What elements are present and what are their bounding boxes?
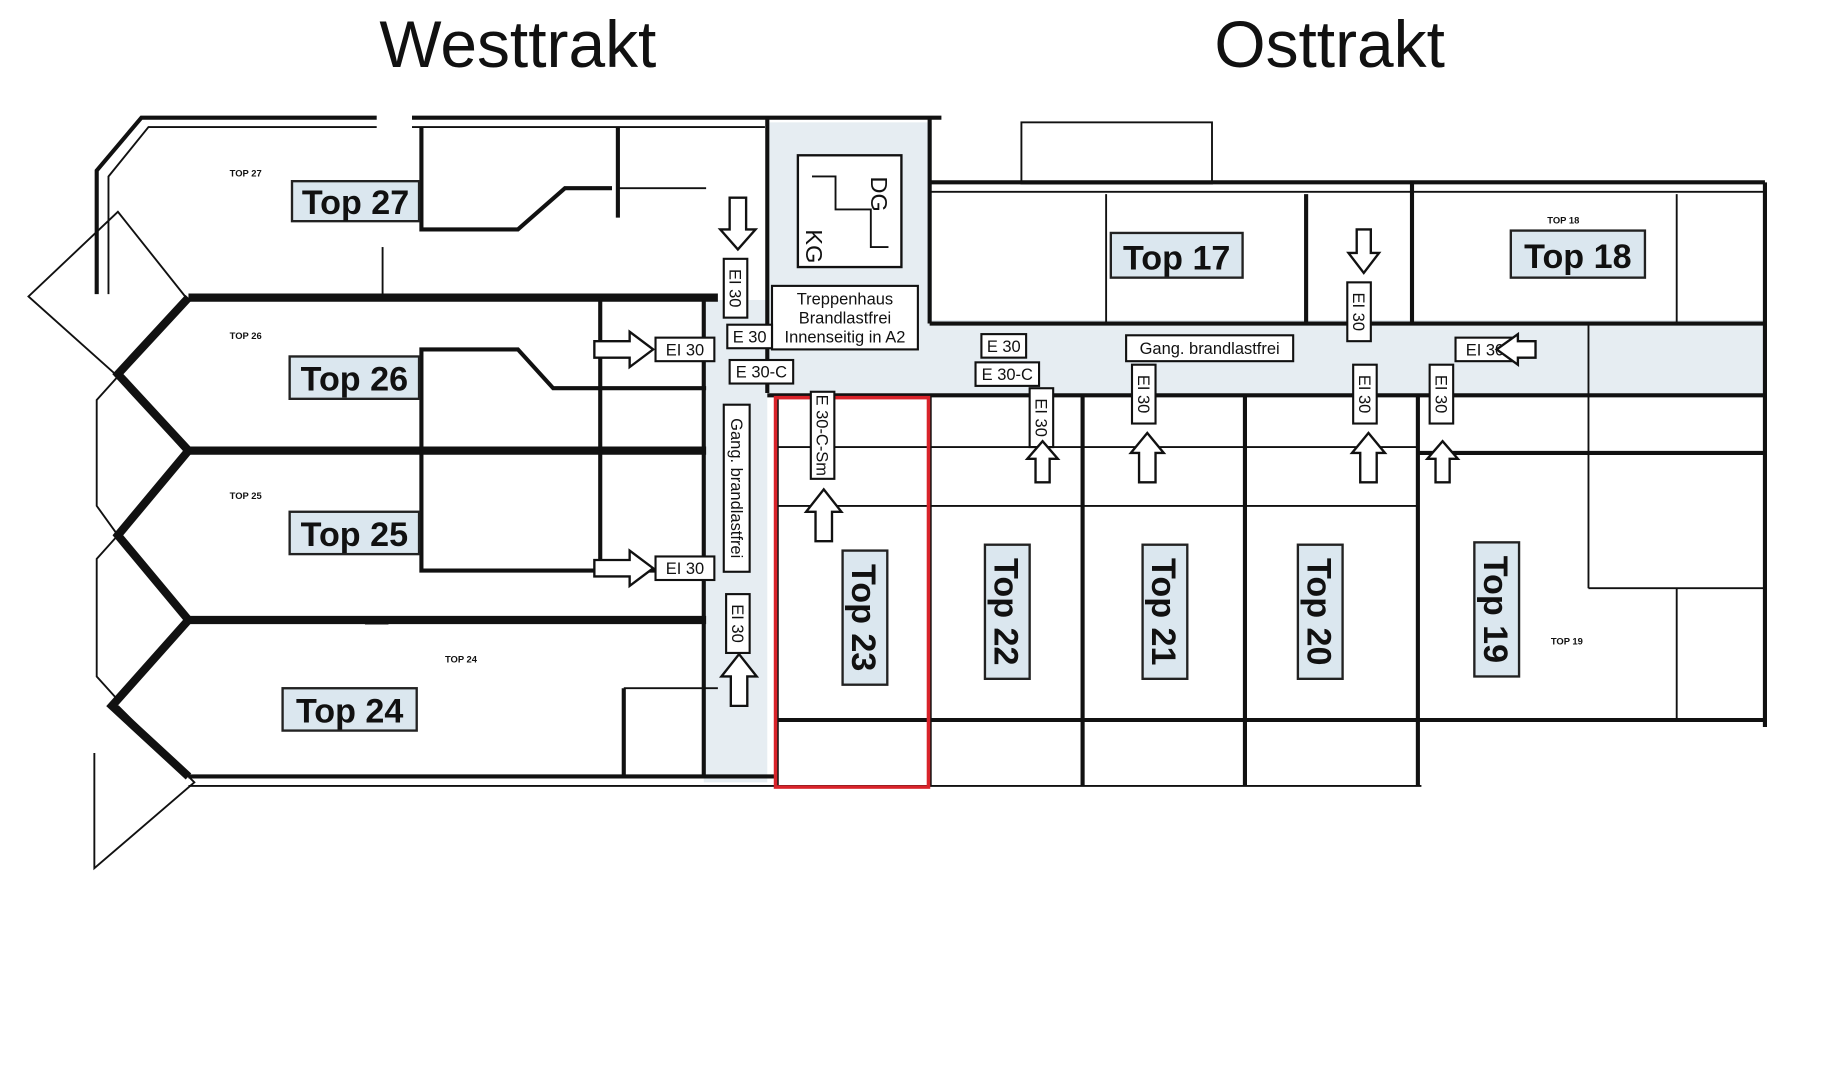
stair-label-line-3: Innenseitig in A2: [785, 328, 906, 346]
arrow-icon: [593, 329, 656, 370]
svg-text:TOP 18: TOP 18: [1547, 215, 1579, 226]
stair-label-line-2: Brandlastfrei: [799, 310, 891, 328]
unit-label-top-26: Top 26: [288, 355, 421, 401]
fire-rating-e30-east: E 30: [980, 333, 1028, 359]
fire-rating-ei30-1: EI 30: [654, 336, 716, 363]
unit-label-top-25: Top 25: [288, 510, 421, 556]
svg-text:E 30-C: E 30-C: [736, 364, 787, 382]
svg-text:TOP 26: TOP 26: [230, 330, 262, 341]
unit-label-top-17: Top 17: [1109, 231, 1244, 279]
svg-text:Top 19: Top 19: [1476, 556, 1514, 663]
west-wing-title: Westtrakt: [379, 7, 656, 81]
fire-rating-ei30-8: EI 30: [1352, 363, 1378, 425]
fire-rating-e30c-east: E 30-C: [974, 361, 1041, 387]
svg-text:EI 30: EI 30: [666, 560, 704, 578]
arrow-icon: [717, 196, 759, 252]
svg-text:TOP 19: TOP 19: [1551, 636, 1583, 647]
arrow-icon: [803, 487, 844, 543]
stair-dg-label: DG: [866, 176, 892, 211]
svg-text:TOP 25: TOP 25: [230, 490, 262, 501]
svg-text:Top 18: Top 18: [1524, 238, 1631, 276]
escape-arrows: [593, 196, 1537, 708]
svg-text:EI 30: EI 30: [726, 269, 744, 307]
unit-label-top-24: Top 24: [281, 687, 418, 732]
corridor-label-west: Gang. brandlastfrei: [722, 403, 751, 573]
fire-rating-ei30-5: EI 30: [725, 593, 751, 654]
east-wing-title: Osttrakt: [1214, 7, 1445, 81]
unit-label-top-22: Top 22: [983, 543, 1031, 680]
arrow-icon: [1349, 431, 1388, 484]
svg-text:E 30-C: E 30-C: [982, 366, 1033, 384]
svg-text:Top 23: Top 23: [844, 564, 882, 671]
fire-rating-ei30-4: EI 30: [722, 257, 749, 319]
arrow-icon: [1128, 431, 1167, 484]
fire-rating-ei30-3: EI 30: [1454, 336, 1516, 363]
svg-text:Top 27: Top 27: [302, 184, 409, 222]
svg-text:Top 20: Top 20: [1299, 558, 1337, 665]
fire-rating-e30-west: E 30: [726, 323, 774, 350]
arrow-icon: [1494, 331, 1537, 368]
svg-text:E 30-C-Sm: E 30-C-Sm: [813, 395, 831, 476]
svg-text:Top 24: Top 24: [296, 692, 403, 730]
svg-text:EI 30: EI 30: [1032, 398, 1050, 436]
unit-label-top-18: Top 18: [1509, 229, 1647, 279]
arrow-icon: [718, 652, 760, 708]
svg-text:Top 17: Top 17: [1123, 239, 1230, 277]
svg-text:TOP 27: TOP 27: [230, 167, 262, 178]
unit-label-top-23: Top 23: [841, 549, 889, 686]
unit-label-top-27: Top 27: [290, 180, 421, 223]
svg-text:Top 25: Top 25: [301, 516, 408, 554]
arrow-icon: [593, 548, 656, 589]
svg-text:EI 30: EI 30: [666, 341, 704, 359]
west-wing-walls: [27, 115, 942, 871]
fire-rating-ei30-6: EI 30: [1028, 387, 1055, 449]
unit-labels: Top 27 Top 26 Top 25 Top 24 Top 17 Top 1…: [281, 180, 1647, 732]
fire-rating-ei30-7: EI 30: [1130, 363, 1157, 425]
svg-text:Gang. brandlastfrei: Gang. brandlastfrei: [1140, 340, 1280, 358]
svg-text:EI 30: EI 30: [1432, 375, 1450, 413]
svg-text:E 30: E 30: [733, 328, 767, 346]
unit-label-top-20: Top 20: [1296, 543, 1344, 680]
svg-text:EI 30: EI 30: [728, 604, 746, 642]
svg-text:Top 22: Top 22: [986, 558, 1024, 665]
svg-text:E 30: E 30: [987, 338, 1021, 356]
svg-text:EI 30: EI 30: [1134, 375, 1152, 413]
fire-rating-ei30-2: EI 30: [654, 555, 716, 582]
svg-text:Top 26: Top 26: [301, 361, 408, 399]
svg-text:EI 30: EI 30: [1466, 341, 1504, 359]
svg-text:TOP 24: TOP 24: [445, 653, 478, 664]
stair-label-line-1: Treppenhaus: [797, 291, 893, 309]
unit-label-top-21: Top 21: [1141, 543, 1189, 680]
corridor-label-east: Gang. brandlastfrei: [1125, 334, 1295, 363]
arrow-icon: [1024, 439, 1061, 484]
stair-kg-label: KG: [801, 229, 827, 263]
small-unit-captions: TOP 27 TOP 26 TOP 25 TOP 24 TOP 18 TOP 1…: [230, 167, 1583, 664]
svg-text:EI 30: EI 30: [1355, 375, 1373, 413]
fire-rating-e30c-west: E 30-C: [728, 358, 795, 385]
fire-rating-e30csm: E 30-C-Sm: [809, 390, 836, 480]
staircase: DG KG Treppenhaus Brandlastfrei Innensei…: [770, 154, 919, 351]
arrow-icon: [1424, 439, 1461, 484]
fire-rating-ei30-9: EI 30: [1428, 363, 1455, 425]
unit-label-top-19: Top 19: [1473, 541, 1521, 678]
arrow-icon: [1346, 228, 1382, 275]
highlight-top-23: [773, 395, 931, 789]
fire-rating-ei30-10: EI 30: [1346, 281, 1372, 343]
svg-text:EI 30: EI 30: [1349, 293, 1367, 331]
fire-rating-labels: E 30 E 30-C E 30 E 30-C EI 30 EI 30 EI 3…: [654, 257, 1516, 654]
svg-text:Gang. brandlastfrei: Gang. brandlastfrei: [727, 418, 745, 558]
svg-text:Top 21: Top 21: [1144, 558, 1182, 665]
